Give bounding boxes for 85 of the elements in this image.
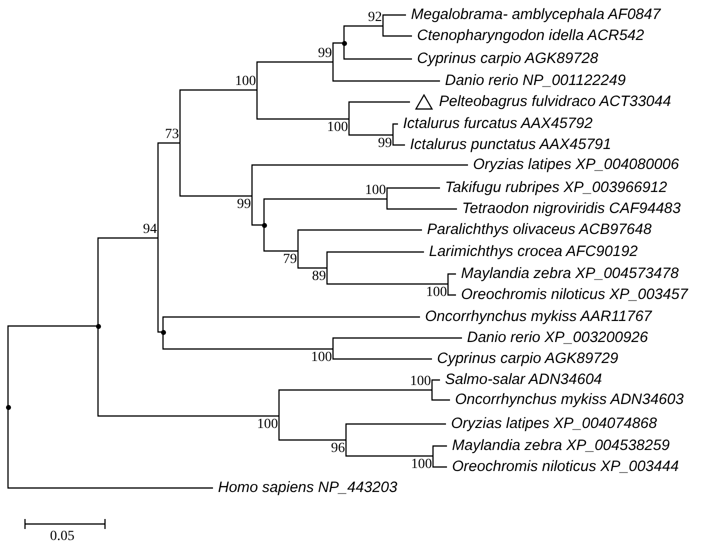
species-label: Danio rerio XP_003200926	[467, 330, 648, 346]
species-label: Ictalurus furcatus AAX45792	[403, 116, 593, 132]
bootstrap-value: 89	[312, 269, 326, 284]
tree-branch	[345, 423, 446, 440]
bootstrap-value: 79	[283, 252, 297, 267]
bootstrap-value: 73	[165, 127, 179, 142]
species-label: Maylandia zebra XP_004573478	[461, 266, 679, 282]
tree-branch	[345, 440, 433, 457]
tree-branch	[297, 229, 422, 251]
species-label: Oreochromis niloticus XP_003457	[461, 287, 688, 303]
tree-branch	[7, 325, 98, 407]
tree-branch	[97, 326, 279, 417]
species-label: Takifugu rubripes XP_003966912	[445, 180, 668, 196]
species-label: Oryzias latipes XP_004080006	[473, 157, 679, 173]
tree-branch	[431, 379, 440, 390]
tree-branch	[343, 43, 412, 60]
tree-branch	[392, 135, 405, 146]
tree-branch	[162, 316, 420, 332]
scale-value: 0.05	[50, 529, 74, 545]
tree-branch	[179, 89, 257, 143]
tree-branch	[7, 407, 213, 489]
bootstrap-value: 100	[235, 74, 256, 89]
species-label: Larimichthys crocea AFC90192	[429, 244, 638, 260]
tree-branch	[157, 238, 163, 333]
tree-branch	[432, 456, 447, 468]
tree-branch	[343, 25, 383, 43]
species-label: Oryzias latipes XP_004074868	[451, 416, 657, 432]
tree-branch	[263, 198, 387, 225]
tree-branch	[348, 119, 393, 136]
tree-branch	[162, 332, 333, 350]
tree-branch	[431, 390, 450, 401]
tree-branch	[392, 123, 398, 135]
tree-branch	[332, 349, 432, 360]
species-label: Oncorrhynchus mykiss ADN34603	[455, 392, 684, 408]
tree-branch	[332, 337, 462, 349]
bootstrap-value: 100	[311, 350, 332, 365]
tree-branch	[278, 389, 432, 416]
bootstrap-value: 100	[327, 120, 348, 135]
tree-branch	[326, 268, 448, 285]
tree-branch	[382, 26, 412, 37]
tree-branch	[332, 62, 440, 82]
tree-branch	[447, 273, 456, 284]
tree-branch	[278, 416, 346, 441]
bootstrap-value: 94	[143, 222, 157, 237]
bootstrap-value: 96	[331, 441, 345, 456]
bootstrap-value: 100	[257, 417, 278, 432]
bootstrap-value: 99	[378, 136, 392, 151]
tree-branch	[157, 142, 180, 238]
tree-branch	[332, 42, 344, 62]
tree-branch	[256, 90, 349, 120]
species-label: Tetraodon nigroviridis CAF94483	[462, 201, 681, 217]
bootstrap-value: 100	[411, 457, 432, 472]
species-label: Homo sapiens NP_443203	[218, 480, 398, 496]
bootstrap-value: 100	[410, 374, 431, 389]
tree-branch	[432, 445, 447, 456]
tree-branch	[97, 237, 158, 326]
bootstrap-value: 100	[426, 285, 447, 300]
tree-branch	[256, 61, 333, 90]
tree-branch	[179, 143, 252, 197]
tree-branch	[386, 199, 457, 210]
species-label: Oreochromis niloticus XP_003444	[452, 459, 679, 475]
species-label: Maylandia zebra XP_004538259	[452, 438, 670, 454]
species-label: Danio rerio NP_001122249	[445, 73, 626, 89]
tree-branch	[447, 284, 456, 296]
species-label: Ictalurus punctatus AAX45791	[410, 137, 612, 153]
tree-branch	[251, 164, 468, 196]
bootstrap-value: 99	[318, 46, 332, 61]
species-label: Ctenopharyngodon idella ACR542	[417, 28, 644, 44]
tree-branch	[326, 251, 424, 268]
tree-branch	[263, 225, 298, 252]
species-label: Pelteobagrus fulvidraco ACT33044	[439, 94, 672, 110]
tree-branch	[382, 14, 406, 26]
tree-branch	[386, 187, 440, 199]
tree-branch	[251, 196, 264, 226]
bootstrap-value: 100	[365, 183, 386, 198]
species-label: Megalobrama- amblycephala AF0847	[411, 7, 661, 23]
species-label: Cyprinus carpio AGK89729	[437, 351, 618, 367]
species-label: Cyprinus carpio AGK89728	[417, 51, 598, 67]
tree-branch	[297, 251, 327, 269]
bootstrap-value: 92	[368, 10, 382, 25]
species-label: Paralichthys olivaceus ACB97648	[427, 222, 652, 238]
species-label: Salmo-salar ADN34604	[445, 372, 602, 388]
tree-branch	[348, 101, 410, 119]
species-label: Oncorrhynchus mykiss AAR11767	[425, 309, 652, 325]
bootstrap-value: 99	[237, 197, 251, 212]
